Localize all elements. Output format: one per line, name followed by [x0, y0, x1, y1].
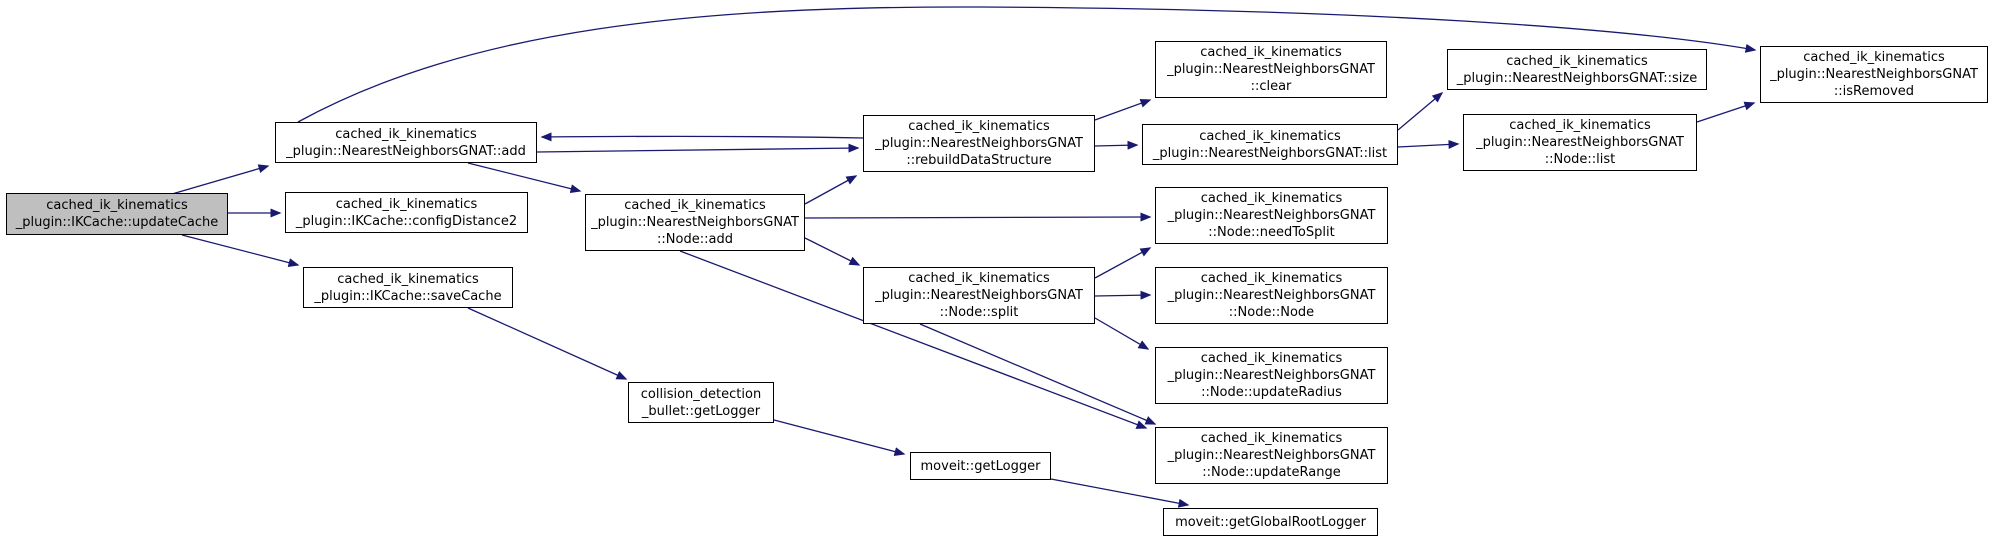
edge-add-nodeAdd	[467, 162, 582, 194]
node-moveit-getlogger[interactable]: moveit::getLogger	[910, 452, 1051, 480]
node-gnat-node-updaterange[interactable]: cached_ik_kinematics _plugin::NearestNei…	[1155, 427, 1388, 484]
node-gnat-node-node[interactable]: cached_ik_kinematics _plugin::NearestNei…	[1155, 267, 1388, 324]
node-gnat-node-list[interactable]: cached_ik_kinematics _plugin::NearestNei…	[1463, 114, 1697, 171]
node-ikcache-updatecache[interactable]: cached_ik_kinematics _plugin::IKCache::u…	[6, 193, 228, 235]
node-gnat-size[interactable]: cached_ik_kinematics _plugin::NearestNei…	[1447, 49, 1707, 90]
edge-nodeList-isRemoved	[1696, 101, 1756, 123]
node-gnat-node-needtosplit[interactable]: cached_ik_kinematics _plugin::NearestNei…	[1155, 187, 1388, 244]
node-gnat-node-split[interactable]: cached_ik_kinematics _plugin::NearestNei…	[863, 267, 1095, 324]
node-gnat-add[interactable]: cached_ik_kinematics _plugin::NearestNei…	[275, 122, 537, 163]
edge-gnatList-size	[1397, 92, 1444, 131]
edge-saveCache-collisionGetLogger	[467, 307, 628, 380]
edge-add-rebuildDataStructure	[536, 143, 860, 153]
edge-split-updateRange	[919, 323, 1157, 425]
node-ikcache-savecache[interactable]: cached_ik_kinematics _plugin::IKCache::s…	[303, 267, 513, 308]
node-collision-bullet-getlogger[interactable]: collision_detection _bullet::getLogger	[628, 382, 774, 423]
node-gnat-rebuilddatastructure[interactable]: cached_ik_kinematics _plugin::NearestNei…	[863, 115, 1095, 172]
edge-add-isRemoved	[297, 6, 1757, 123]
edge-split-nodeNode	[1094, 290, 1152, 300]
edge-rebuildDataStructure-gnatList	[1094, 140, 1139, 150]
edge-split-updateRadius	[1094, 317, 1150, 350]
edge-nodeAdd-updateRange	[679, 250, 1148, 429]
edge-rebuildDataStructure-clear	[1094, 99, 1152, 121]
node-gnat-node-updateradius[interactable]: cached_ik_kinematics _plugin::NearestNei…	[1155, 347, 1388, 404]
node-gnat-list[interactable]: cached_ik_kinematics _plugin::NearestNei…	[1142, 124, 1398, 165]
node-gnat-clear[interactable]: cached_ik_kinematics _plugin::NearestNei…	[1155, 41, 1387, 98]
node-moveit-getglobalrootlogger[interactable]: moveit::getGlobalRootLogger	[1163, 508, 1378, 536]
node-gnat-isremoved[interactable]: cached_ik_kinematics _plugin::NearestNei…	[1760, 46, 1988, 103]
edge-moveitGetLogger-getGlobalRootLogger	[1050, 478, 1190, 508]
node-ikcache-configdistance2[interactable]: cached_ik_kinematics _plugin::IKCache::c…	[285, 192, 528, 233]
edge-updateCache-saveCache	[181, 234, 300, 267]
edge-nodeAdd-rebuildDataStructure	[804, 175, 858, 205]
edge-gnatList-nodeList	[1397, 139, 1460, 149]
edge-collisionGetLogger-moveitGetLogger	[773, 419, 906, 456]
edge-split-needToSplit	[1094, 247, 1152, 279]
edge-rebuildDataStructure-add	[540, 132, 864, 142]
edge-updateCache-add	[171, 164, 270, 195]
node-gnat-node-add[interactable]: cached_ik_kinematics _plugin::NearestNei…	[585, 194, 805, 251]
edge-nodeAdd-split	[804, 237, 861, 266]
edge-nodeAdd-needToSplit	[804, 212, 1152, 222]
